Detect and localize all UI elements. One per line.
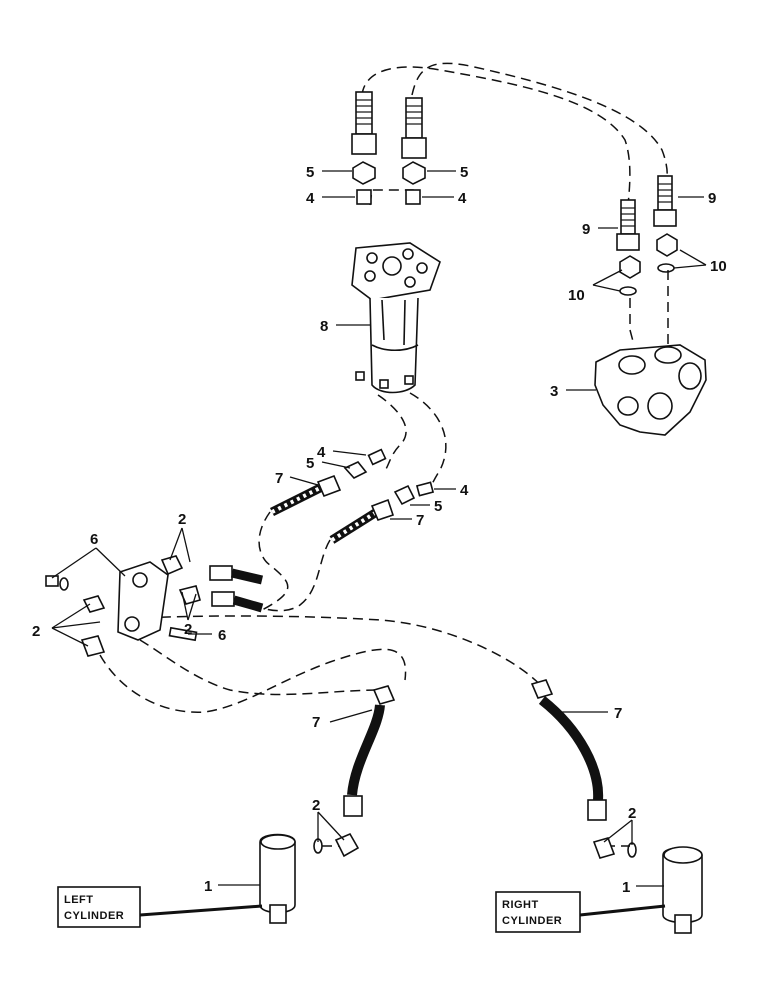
callout-5-top-right: 5: [460, 164, 468, 181]
callout-7-upper: 7: [275, 470, 283, 487]
control-valve: [351, 242, 441, 394]
callout-10-left: 10: [568, 287, 585, 304]
callout-5-mid-a: 5: [306, 455, 314, 472]
lower-hoses: [343, 679, 607, 821]
left-cylinder: [259, 832, 360, 924]
right-cylinder-label-line2: CYLINDER: [502, 915, 562, 927]
callout-9-left: 9: [582, 221, 590, 238]
left-cylinder-label-box: LEFT CYLINDER: [57, 886, 141, 928]
callout-1-right: 1: [622, 879, 630, 896]
callout-10-right: 10: [710, 258, 727, 275]
callout-4-top-left: 4: [306, 190, 315, 207]
left-cylinder-label-line1: LEFT: [64, 894, 94, 906]
callout-2-bot-right: 2: [628, 805, 636, 822]
right-cylinder-label-box: RIGHT CYLINDER: [495, 891, 581, 933]
callout-4-top-right: 4: [458, 190, 467, 207]
callout-4-mid-a: 4: [317, 444, 326, 461]
cylinder-label-leaders: [139, 904, 666, 917]
callout-2-mid: 2: [184, 621, 192, 638]
callout-6-top: 6: [90, 531, 98, 548]
callout-7-bot-right: 7: [614, 705, 622, 722]
callout-7-mid: 7: [416, 512, 424, 529]
callout-1-left: 1: [204, 878, 212, 895]
callout-3: 3: [550, 383, 558, 400]
callout-numbers: 5 5 4 4 8 9 9 10 10 3 4 5 7 4 5 7 2 6 2 …: [32, 164, 727, 896]
callout-2-top: 2: [178, 511, 186, 528]
dashed-hose-routes: [99, 62, 669, 847]
middle-hoses: [269, 448, 435, 544]
valve-block: [594, 344, 707, 436]
right-cylinder: [592, 837, 703, 934]
callout-6-bot: 6: [218, 627, 226, 644]
leader-lines: [51, 170, 707, 887]
callout-2-left: 2: [32, 623, 40, 640]
callout-7-bot-left: 7: [312, 714, 320, 731]
callout-8: 8: [320, 318, 328, 335]
callout-5-mid-b: 5: [434, 498, 442, 515]
callout-5-top-left: 5: [306, 164, 314, 181]
callout-9-right: 9: [708, 190, 716, 207]
callout-2-bot-left: 2: [312, 797, 320, 814]
left-cylinder-label-line2: CYLINDER: [64, 910, 124, 922]
right-cylinder-label-line1: RIGHT: [502, 899, 539, 911]
callout-4-mid-b: 4: [460, 482, 469, 499]
top-hose-ends: [351, 91, 427, 205]
distribution-block: [45, 555, 264, 657]
